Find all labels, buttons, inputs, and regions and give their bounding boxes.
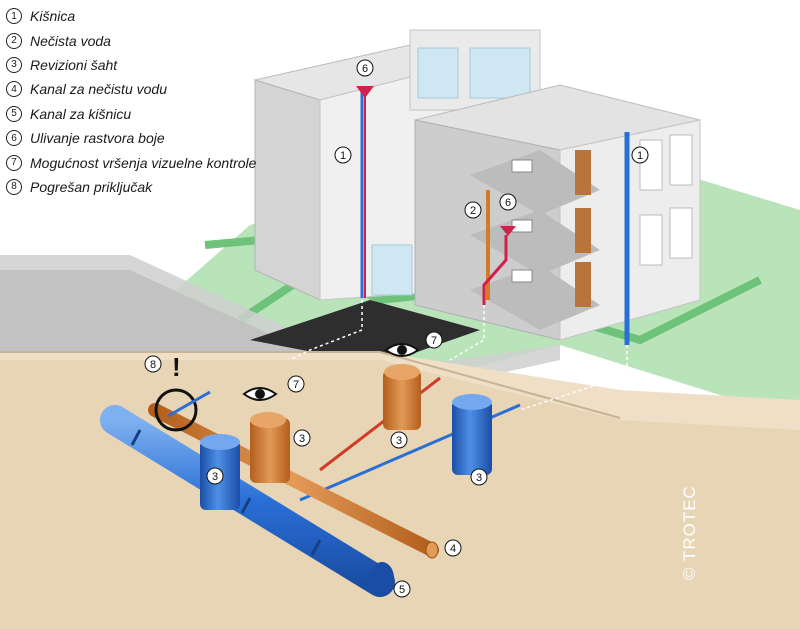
shaft-waste-1 [250, 418, 290, 483]
legend-number: 7 [6, 154, 22, 171]
eye-icon [242, 387, 278, 401]
svg-text:3: 3 [476, 472, 482, 484]
driveway [250, 300, 480, 365]
legend-text: Kanal za kišnicu [30, 105, 132, 122]
callout-6-floor: 6 [499, 193, 517, 211]
soil-edge-2 [379, 351, 621, 419]
waste-main [148, 403, 439, 557]
tower-window-2 [469, 47, 531, 99]
legend-item: 4 Kanal za nečistu vodu [6, 77, 256, 101]
svg-text:2: 2 [470, 205, 476, 217]
building-right-side [559, 119, 701, 341]
legend-item: 2 Nečista voda [6, 28, 256, 52]
callout-1-left: 1 [334, 146, 352, 164]
legend-item: 1 Kišnica [6, 4, 256, 28]
lead-in-dashes-3 [519, 345, 628, 411]
legend-number: 8 [6, 178, 22, 195]
callout-3-blue-right: 3 [470, 468, 488, 486]
rain-joint [130, 429, 142, 446]
waste-main-end [425, 541, 439, 559]
callout-8: 8 [144, 355, 162, 373]
legend-item: 7 Mogućnost vršenja vizuelne kontrole [6, 150, 256, 174]
rain-joint-2 [240, 497, 252, 514]
right-window-2 [669, 134, 693, 186]
wrong-connection-pipe [167, 390, 211, 418]
callout-3-orange-left: 3 [293, 429, 311, 447]
svg-text:8: 8 [150, 359, 156, 371]
callout-7-left: 7 [287, 375, 305, 393]
dye-funnel-right [500, 226, 516, 236]
ground-window [371, 244, 413, 296]
svg-text:1: 1 [637, 150, 643, 162]
callout-2: 2 [464, 201, 482, 219]
legend-text: Kišnica [30, 8, 76, 25]
svg-text:6: 6 [505, 197, 511, 209]
legend-number: 4 [6, 81, 22, 98]
callout-6-roof: 6 [356, 59, 374, 77]
building-left-front [254, 79, 321, 301]
shaft-rain-2 [452, 400, 492, 475]
svg-text:3: 3 [396, 435, 402, 447]
legend-text: Nečista voda [30, 32, 111, 49]
legend-text: Pogrešan priključak [30, 178, 153, 195]
shaft-waste-2 [383, 370, 421, 430]
svg-text:1: 1 [340, 150, 346, 162]
interior-door-2 [575, 208, 591, 253]
legend-item: 8 Pogrešan priključak [6, 175, 256, 199]
svg-text:7: 7 [431, 335, 437, 347]
shaft-waste-2-top [384, 364, 420, 380]
legend-number: 1 [6, 8, 22, 25]
warning-mark: ! [172, 352, 181, 382]
copyright-mark: © TROTEC [680, 485, 699, 580]
legend-item: 6 Ulivanje rastvora boje [6, 126, 256, 150]
right-window-4 [669, 207, 693, 259]
right-window-3 [639, 214, 663, 266]
legend-text: Mogućnost vršenja vizuelne kontrole [30, 154, 257, 171]
shaft-rain-1-top [200, 434, 240, 450]
legend-number: 6 [6, 130, 22, 147]
svg-text:4: 4 [450, 543, 456, 555]
callout-1-right: 1 [631, 146, 649, 164]
sink-3 [511, 269, 533, 283]
legend-text: Ulivanje rastvora boje [30, 130, 165, 147]
dye-waste-line [482, 235, 508, 305]
legend: 1 Kišnica 2 Nečista voda 3 Revizioni šaht 4… [6, 4, 256, 199]
tower-window [417, 47, 459, 99]
svg-text:5: 5 [399, 584, 405, 596]
legend-item: 5 Kanal za kišnicu [6, 102, 256, 126]
shaft-waste-1-top [250, 412, 286, 428]
legend-number: 3 [6, 56, 22, 73]
svg-text:6: 6 [362, 63, 368, 75]
lead-in-dashes [289, 300, 363, 361]
callout-5: 5 [393, 580, 411, 598]
svg-text:3: 3 [212, 471, 218, 483]
legend-item: 3 Revizioni šaht [6, 53, 256, 77]
callout-7-right: 7 [425, 331, 443, 349]
floor-1 [470, 150, 600, 215]
svg-text:3: 3 [299, 433, 305, 445]
interior-door [575, 150, 591, 195]
legend-text: Revizioni šaht [30, 56, 118, 73]
svg-text:7: 7 [293, 379, 299, 391]
callout-4: 4 [444, 539, 462, 557]
shaft-rain-2-top [452, 394, 492, 410]
legend-number: 2 [6, 32, 22, 49]
legend-number: 5 [6, 105, 22, 122]
floor-3 [470, 265, 600, 330]
sink [511, 159, 533, 173]
legend-text: Kanal za nečistu vodu [30, 81, 167, 98]
dye-funnel-left [356, 86, 374, 98]
eye-icon [384, 343, 420, 357]
rain-joint-3 [310, 539, 322, 556]
rain-main-end [370, 562, 394, 594]
callout-3-orange-right: 3 [390, 431, 408, 449]
callout-3-blue-left: 3 [206, 467, 224, 485]
interior-door-3 [575, 262, 591, 307]
wrong-connection-ring [154, 388, 198, 432]
lead-in-dashes-2 [449, 305, 485, 361]
